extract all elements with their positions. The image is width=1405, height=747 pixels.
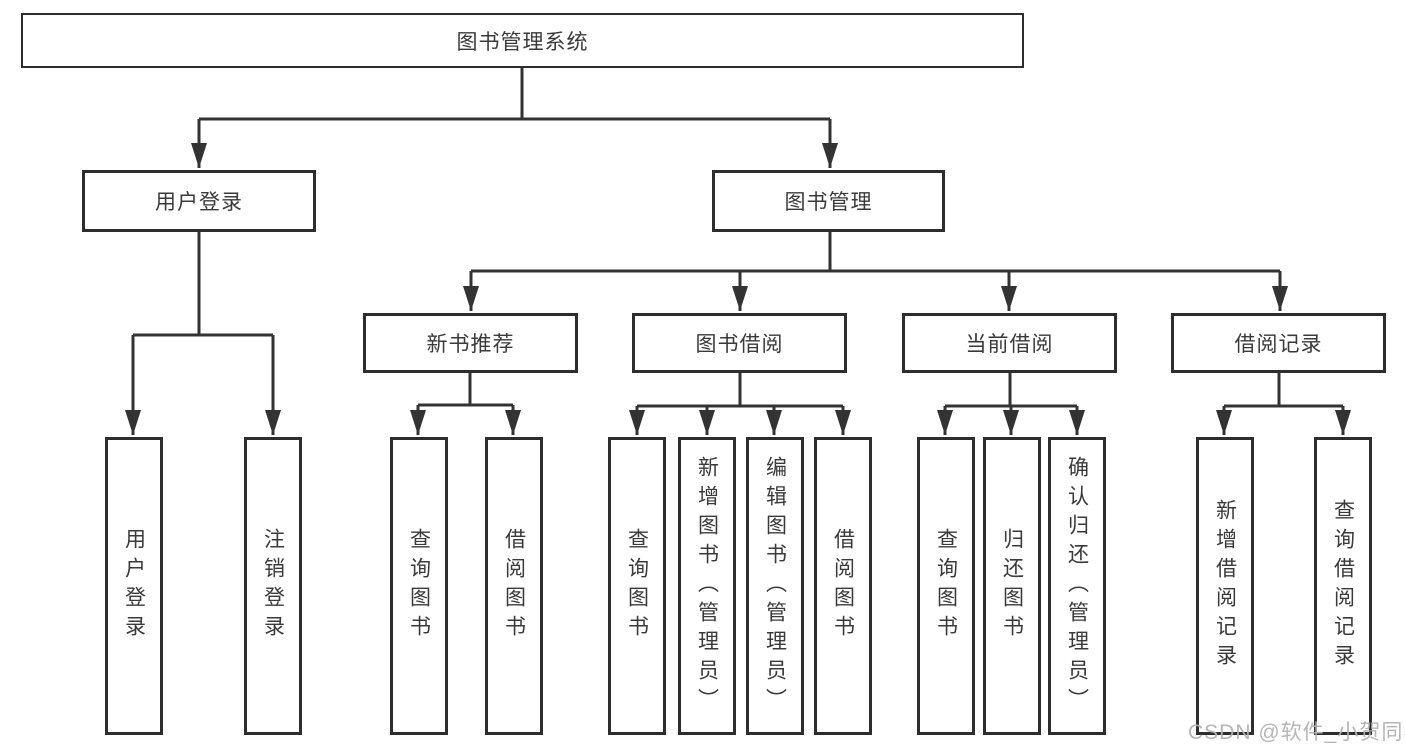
- leaf-edit-books-admin: 编辑图书（管理员）: [746, 437, 804, 735]
- node-borrow-records-label: 借阅记录: [1234, 333, 1323, 356]
- node-new-book-recommend: 新书推荐: [363, 313, 578, 373]
- node-root-label: 图书管理系统: [456, 30, 589, 54]
- connector-current-borrow-trunk: [945, 373, 1077, 408]
- leaf-add-books-admin: 新增图书（管理员）: [678, 437, 736, 735]
- connector-new-book-trunk: [418, 372, 513, 407]
- connector-book-borrow-trunk: [637, 373, 843, 408]
- node-book-management: 图书管理: [712, 170, 945, 232]
- leaf-user-login: 用户登录: [105, 437, 163, 735]
- node-current-borrow: 当前借阅: [902, 313, 1117, 373]
- node-user-login: 用户登录: [82, 170, 316, 232]
- connector-root-trunk: [199, 68, 830, 121]
- node-book-management-label: 图书管理: [784, 191, 873, 214]
- node-user-login-label: 用户登录: [155, 191, 243, 214]
- node-new-book-recommend-label: 新书推荐: [426, 333, 515, 356]
- leaf-borrow-books-recommend: 借阅图书: [485, 437, 543, 735]
- leaf-return-books: 归还图书: [983, 437, 1041, 735]
- connector-borrow-records-trunk: [1224, 372, 1343, 408]
- node-book-borrow: 图书借阅: [632, 313, 847, 373]
- connector-book-management-trunk: [471, 232, 1280, 273]
- connector-user-login-trunk: [133, 232, 273, 337]
- watermark-text: CSDN @软件_小贺同学: [1188, 721, 1405, 744]
- leaf-borrow-books: 借阅图书: [814, 437, 872, 735]
- leaf-query-books-recommend: 查询图书: [390, 437, 448, 735]
- leaf-query-books-borrow: 查询图书: [608, 437, 666, 735]
- node-borrow-records: 借阅记录: [1171, 313, 1386, 373]
- node-book-borrow-label: 图书借阅: [695, 333, 784, 356]
- leaf-query-borrow-record: 查询借阅记录: [1314, 437, 1372, 735]
- leaf-confirm-return-admin: 确认归还（管理员）: [1048, 437, 1106, 735]
- leaf-logout: 注销登录: [244, 437, 302, 735]
- node-current-borrow-label: 当前借阅: [965, 333, 1054, 356]
- leaf-add-borrow-record: 新增借阅记录: [1196, 437, 1254, 735]
- leaf-query-books-current: 查询图书: [917, 437, 975, 735]
- node-root-system: 图书管理系统: [21, 13, 1024, 68]
